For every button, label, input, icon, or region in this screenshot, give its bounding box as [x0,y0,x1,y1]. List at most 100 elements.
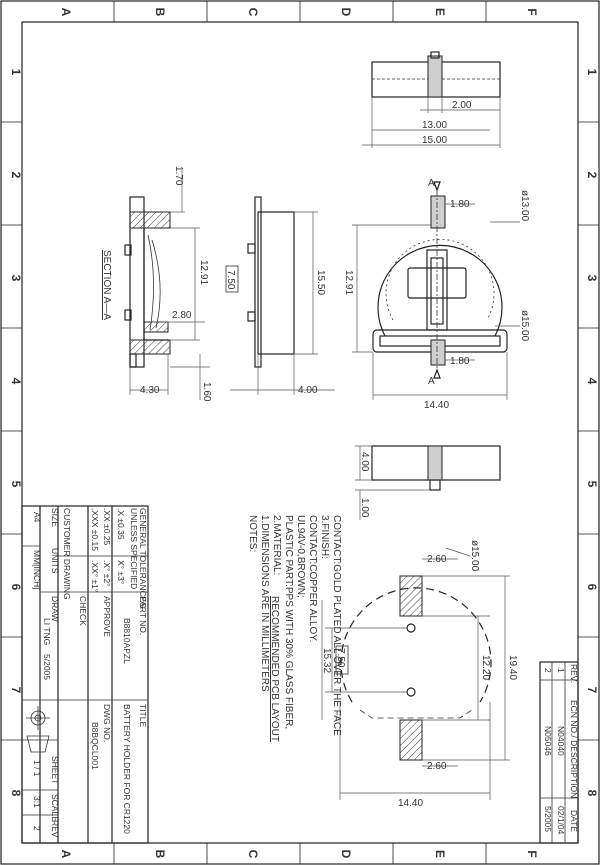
grid-col-e-bottom: E [433,850,447,858]
rev-row-1-desc: N04040 [556,726,566,756]
dim-section-inner: 2.80 [172,310,192,321]
dim-top-width1: 13.00 [422,120,447,131]
dim-pcb-dia: ø15.00 [469,540,480,572]
grid-row-3-right: 3 [585,275,599,282]
grid-row-7-left: 7 [9,687,23,694]
rev-header-rev: REV. [569,664,579,683]
grid-row-5-right: 5 [585,481,599,488]
dim-side-width: 4.00 [298,385,318,396]
front-view [352,181,520,400]
grid-col-e-top: E [433,8,447,16]
dim-pcb-height-inner: 12.20 [480,655,491,680]
dim-side-height: 15.50 [315,270,326,295]
notes-line-5: CONTACT:COPPER ALLOY. [307,515,318,642]
grid-col-d-bottom: D [339,850,353,859]
section-label: SECTION A—A [101,250,112,320]
part-no: B8810APZL [122,618,132,664]
dim-pcb-pad-top: 2.60 [427,554,447,565]
title-block [21,505,149,844]
rev-value: 2 [32,826,42,831]
dim-front-tab-bottom: 1.80 [450,356,470,367]
notes-line-3: PLASTIC PART:PPS WITH 30% GLASS FIBER, [283,515,294,729]
grid-col-a-top: A [59,8,73,17]
customer-drawing: CUSTOMER DRAWING [62,508,72,600]
grid-row-1-right: 1 [585,69,599,76]
sheet-value: 1 / 1 [32,760,42,777]
grid-row-4-left: 4 [9,378,23,385]
notes-block: NOTES: 1.DIMENSIONS ARE IN MILLIMETERS 2… [247,515,342,736]
grid-row-8-left: 8 [9,790,23,797]
rev-header-date: DATE [569,810,579,832]
dim-section-height: 12.91 [198,260,209,285]
rev-row-2-desc: N05046 [543,726,553,756]
dim-front-dia-inner: ø13.00 [519,190,530,222]
rev-row-1-rev: 1 [556,668,566,673]
drawer-name: LI TNG [42,618,52,645]
pcb-layout-view [321,547,510,800]
rev-row-1-date: 02/1/04 [556,806,566,835]
check-label: CHECK [78,596,88,626]
dim-front-width: 14.40 [424,400,449,411]
rev-row-2-date: 5/2005 [543,806,553,832]
grid-row-6-left: 6 [9,584,23,591]
grid-row-8-right: 8 [585,790,599,797]
sheet-label: SHEET [50,756,60,784]
part-no-label: PART NO. [138,596,148,635]
grid-col-c-top: C [246,8,260,17]
pcb-layout-label: RECOMMENDED PCB LAYOUT [269,596,280,742]
section-view [124,170,210,400]
bottom-view [355,445,501,520]
grid-row-6-right: 6 [585,584,599,591]
size-label: SIZE [50,508,60,527]
dim-section-top: 1.70 [173,166,184,186]
notes-title: NOTES: [247,515,258,552]
front-section-a-top: A [428,178,435,189]
notes-line-4: UL94V-0,BROWN; [295,515,306,598]
grid-row-2-left: 2 [9,172,23,179]
notes-line-2: 2.MATERIAL: [271,515,282,575]
dim-section-bottom: 1.60 [201,382,212,402]
grid-col-b-bottom: B [153,850,167,859]
dim-front-tab: 1.80 [450,199,470,210]
front-section-a-bottom: A [428,376,435,387]
revision-table [539,661,579,844]
pcb-pad-bottom [399,719,423,761]
draw-date: 5/2005 [42,654,52,680]
dim-pcb-inner: 15.32 [321,648,332,673]
dim-front-height: 12.91 [343,270,354,295]
side-view [225,196,335,395]
dim-top-gap: 2.00 [452,100,472,111]
grid-row-4-right: 4 [585,378,599,385]
dim-top-width2: 15.00 [422,135,447,146]
rev-header-desc: ECN NO./ DESCRIPTION [569,700,579,798]
draw-label: DRAW [50,596,60,622]
title-label: TITLE [138,704,148,727]
grid-col-d-top: D [339,8,353,17]
dim-pcb-height-outer: 19.40 [507,655,518,680]
grid-col-f-bottom: F [525,850,539,857]
grid-col-b-top: B [153,8,167,17]
tol-x: .X ±0.35 [116,508,126,540]
approve-label: APPROVE [102,596,112,637]
grid-row-5-left: 5 [9,481,23,488]
tol-xxx: .XXX ±0.15 [90,508,100,551]
dim-bottom-height: 4.00 [359,452,370,472]
tol-ang-1: X° ±3° [116,560,126,584]
grid-col-c-bottom: C [246,850,260,859]
grid-col-a-bottom: A [59,850,73,859]
scale-value: 3:1 [32,796,42,808]
dwg-label: DWG NO. [102,704,112,742]
size-value: A4 [32,512,42,523]
dim-side-box: 7.50 [225,270,236,290]
dwg-no: B8BQCL001 [90,722,100,770]
units-value: MM[INCH] [32,550,42,590]
dim-pcb-pad-bottom: 2.60 [427,761,447,772]
grid-row-7-right: 7 [585,687,599,694]
grid-row-2-right: 2 [585,172,599,179]
scale-label: SCALE [50,794,60,822]
tol-title-2: UNLESS SPECIFIED [129,508,139,589]
tol-xx: .XX ±0.25 [102,508,112,546]
notes-line-1: 1.DIMENSIONS ARE IN MILLIMETERS [259,515,270,692]
tol-ang-3: .XX° ±1° [90,560,100,592]
